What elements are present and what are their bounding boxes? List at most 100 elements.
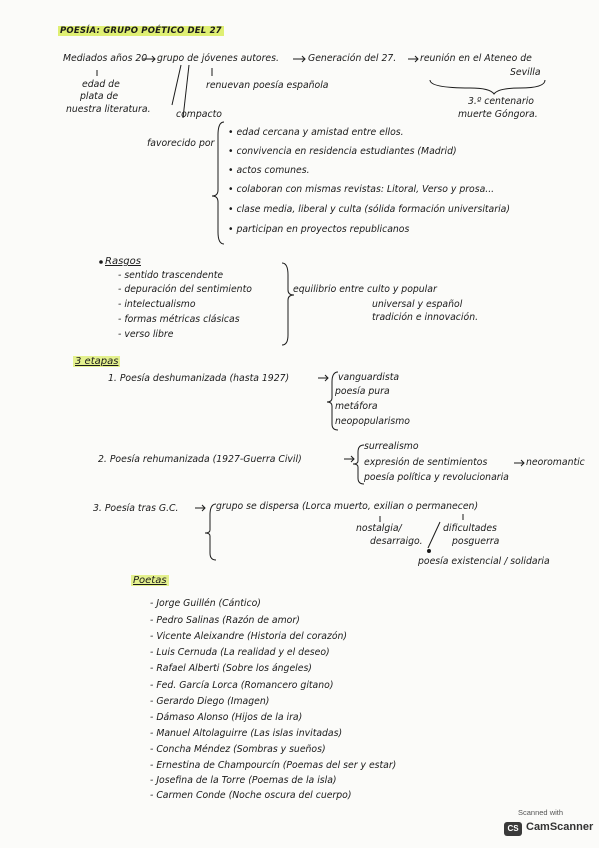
camscanner-name: CamScanner: [526, 821, 594, 833]
intro-mediados: Mediados años 20: [63, 53, 148, 64]
poeta-text: Pedro Salinas (Razón de amor): [156, 615, 300, 626]
favorecido-label: favorecido por: [147, 138, 215, 149]
rasgo-item: - sentido trascendente: [118, 270, 224, 281]
etapa-3-label: 3. Poesía tras G.C.: [93, 503, 179, 514]
etapa-3-existencial: poesía existencial / solidaria: [418, 556, 550, 567]
intro-reunion-ateneo: reunión en el Ateneo de: [420, 53, 532, 64]
favorecido-item: • clase media, liberal y culta (sólida f…: [228, 204, 510, 215]
arrow-icon: [408, 55, 419, 63]
equilibrio-line: equilibrio entre culto y popular: [293, 284, 437, 295]
etapa-1-item: poesía pura: [335, 386, 390, 397]
rasgo-text: sentido trascendente: [124, 270, 224, 281]
rasgo-item: - intelectualismo: [118, 299, 196, 310]
poeta-text: Fed. García Lorca (Romancero gitano): [156, 680, 334, 691]
favorecido-item-text: actos comunes.: [236, 165, 310, 176]
poeta-item: - Concha Méndez (Sombras y sueños): [150, 744, 326, 755]
favorecido-item: • convivencia en residencia estudiantes …: [228, 146, 457, 157]
etapa-2-item: expresión de sentimientos: [364, 457, 488, 468]
renuevan-poesia: renuevan poesía española: [206, 80, 329, 91]
poeta-item: - Ernestina de Champourcín (Poemas del s…: [150, 760, 397, 771]
poeta-item: - Luis Cernuda (La realidad y el deseo): [150, 647, 330, 658]
rasgo-item: - verso libre: [118, 329, 174, 340]
etapa-2-item: poesía política y revolucionaria: [364, 472, 509, 483]
poeta-text: Jorge Guillén (Cántico): [156, 598, 261, 609]
poeta-text: Luis Cernuda (La realidad y el deseo): [156, 647, 330, 658]
intro-grupo-jovenes: grupo de jóvenes autores.: [157, 53, 279, 64]
title-text: POESÍA: GRUPO POÉTICO DEL 27: [58, 26, 224, 36]
favorecido-item: • participan en proyectos republicanos: [228, 224, 410, 235]
poeta-text: Gerardo Diego (Imagen): [156, 696, 270, 707]
poeta-text: Rafael Alberti (Sobre los ángeles): [156, 663, 312, 674]
poeta-item: - Fed. García Lorca (Romancero gitano): [150, 680, 334, 691]
centenario-2: muerte Góngora.: [458, 109, 538, 120]
favorecido-item: • colaboran con mismas revistas: Litoral…: [228, 184, 495, 195]
rasgo-item: - formas métricas clásicas: [118, 314, 240, 325]
poeta-item: - Jorge Guillén (Cántico): [150, 598, 261, 609]
intro-generacion-27: Generación del 27.: [308, 53, 397, 64]
poeta-item: - Carmen Conde (Noche oscura del cuerpo): [150, 790, 352, 801]
poeta-text: Concha Méndez (Sombras y sueños): [156, 744, 326, 755]
scanned-with-text: Scanned with: [518, 808, 564, 817]
arrow-icon: [318, 374, 329, 382]
rasgo-text: verso libre: [124, 329, 174, 340]
equilibrio-line: tradición e innovación.: [372, 312, 479, 323]
poeta-text: Carmen Conde (Noche oscura del cuerpo): [156, 790, 352, 801]
arrow-icon: [293, 55, 306, 63]
poeta-text: Vicente Aleixandre (Historia del corazón…: [156, 631, 348, 642]
poetas-heading-text: Poetas: [131, 575, 169, 586]
poeta-item: - Manuel Altolaguirre (Las islas invitad…: [150, 728, 343, 739]
etapa-1-item: metáfora: [335, 401, 378, 412]
etapa-3-desarraigo: desarraigo.: [370, 536, 423, 547]
rasgo-text: formas métricas clásicas: [124, 314, 240, 325]
arrow-icon: [143, 55, 156, 63]
etapa-3-dificultades: dificultades: [443, 523, 497, 534]
arrow-icon: [514, 459, 525, 467]
arrow-icon: [344, 455, 355, 463]
centenario-1: 3.º centenario: [468, 96, 534, 107]
rasgo-text: depuración del sentimiento: [124, 284, 252, 295]
compacto: compacto: [176, 109, 222, 120]
poeta-text: Manuel Altolaguirre (Las islas invitadas…: [156, 728, 343, 739]
favorecido-item-text: colaboran con mismas revistas: Litoral, …: [236, 184, 495, 195]
page-title: POESÍA: GRUPO POÉTICO DEL 27: [58, 25, 224, 37]
etapa-3-nostalgia: nostalgia/: [356, 523, 402, 534]
favorecido-item: • edad cercana y amistad entre ellos.: [228, 127, 404, 138]
poeta-item: - Gerardo Diego (Imagen): [150, 696, 270, 707]
poeta-text: Josefina de la Torre (Poemas de la isla): [156, 775, 337, 786]
etapa-2-item: surrealismo: [364, 441, 419, 452]
edad-de-plata-3: nuestra literatura.: [66, 104, 151, 115]
etapa-1-item: vanguardista: [338, 372, 400, 383]
favorecido-item-text: clase media, liberal y culta (sólida for…: [236, 204, 510, 215]
favorecido-item-text: edad cercana y amistad entre ellos.: [236, 127, 404, 138]
camscanner-badge: Scanned with CS CamScanner: [498, 806, 596, 844]
poeta-item: - Josefina de la Torre (Poemas de la isl…: [150, 775, 337, 786]
arrow-icon: [195, 504, 206, 512]
etapa-3-main: grupo se dispersa (Lorca muerto, exilian…: [216, 501, 479, 512]
etapas-heading-text: 3 etapas: [73, 356, 121, 367]
favorecido-item-text: convivencia en residencia estudiantes (M…: [236, 146, 457, 157]
etapa-2-item: neoromantic: [526, 457, 585, 468]
etapa-1-item: neopopularismo: [335, 416, 410, 427]
edad-de-plata-2: plata de: [80, 91, 119, 102]
poeta-item: - Rafael Alberti (Sobre los ángeles): [150, 663, 312, 674]
poeta-item: - Dámaso Alonso (Hijos de la ira): [150, 712, 303, 723]
intro-sevilla: Sevilla: [510, 67, 541, 78]
etapa-3-posguerra: posguerra: [452, 536, 500, 547]
poeta-item: - Pedro Salinas (Razón de amor): [150, 615, 300, 626]
poeta-text: Dámaso Alonso (Hijos de la ira): [156, 712, 303, 723]
camscanner-logo-icon: CS: [504, 822, 522, 836]
favorecido-item-text: participan en proyectos republicanos: [236, 224, 410, 235]
etapa-1-label: 1. Poesía deshumanizada (hasta 1927): [108, 373, 290, 384]
etapas-heading: 3 etapas: [73, 356, 121, 368]
rasgos-heading: Rasgos: [105, 256, 141, 267]
poeta-item: - Vicente Aleixandre (Historia del coraz…: [150, 631, 348, 642]
poetas-heading: Poetas: [131, 575, 169, 587]
equilibrio-line: universal y español: [372, 299, 463, 310]
favorecido-item: • actos comunes.: [228, 165, 310, 176]
rasgo-item: - depuración del sentimiento: [118, 284, 252, 295]
edad-de-plata-1: edad de: [82, 79, 120, 90]
rasgo-text: intelectualismo: [124, 299, 196, 310]
etapa-2-label: 2. Poesía rehumanizada (1927-Guerra Civi…: [98, 454, 302, 465]
